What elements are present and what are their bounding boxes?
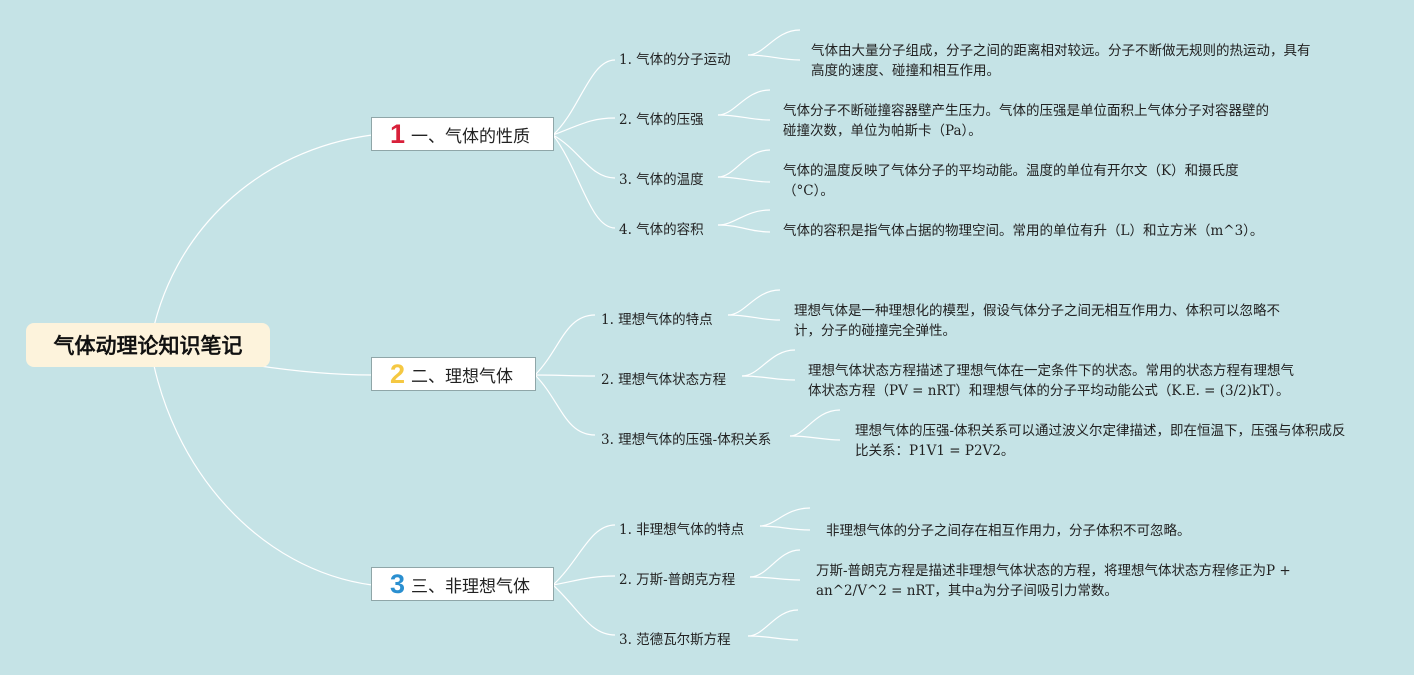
note-vance-planck-equation: 万斯-普朗克方程是描述非理想气体状态的方程，将理想气体状态方程修正为P + an… <box>816 563 1291 599</box>
branch-label: 二、理想气体 <box>411 366 514 387</box>
subtopic-pressure-volume[interactable]: 3. 理想气体的压强-体积关系 <box>601 432 772 448</box>
subtopic-vance-planck-equation[interactable]: 2. 万斯-普朗克方程 <box>619 572 736 588</box>
branch-number-badge: 2 <box>390 358 406 389</box>
subtopic-non-ideal-features[interactable]: 1. 非理想气体的特点 <box>619 522 745 538</box>
branch-number-badge: 1 <box>390 118 406 149</box>
branch-label: 三、非理想气体 <box>411 576 531 597</box>
note-ideal-gas-equation: 理想气体状态方程描述了理想气体在一定条件下的状态。常用的状态方程有理想气体状态方… <box>808 363 1294 399</box>
note-pressure: 气体分子不断碰撞容器壁产生压力。气体的压强是单位面积上气体分子对容器壁的碰撞次数… <box>783 103 1269 139</box>
note-molecular-motion: 气体由大量分子组成，分子之间的距离相对较远。分子不断做无规则的热运动，具有高度的… <box>811 43 1311 79</box>
note-non-ideal-features: 非理想气体的分子之间存在相互作用力，分子体积不可忽略。 <box>826 523 1191 539</box>
branch-ideal-gas[interactable]: 2 二、理想气体 <box>371 357 536 391</box>
branch-non-ideal-gas[interactable]: 3 三、非理想气体 <box>371 567 554 601</box>
branch-label: 一、气体的性质 <box>411 126 531 147</box>
subtopic-ideal-gas-features[interactable]: 1. 理想气体的特点 <box>601 312 713 328</box>
subtopic-pressure[interactable]: 2. 气体的压强 <box>619 112 704 128</box>
link-root-branch-1 <box>149 134 373 346</box>
note-ideal-gas-features: 理想气体是一种理想化的模型，假设气体分子之间无相互作用力、体积可以忽略不计，分子… <box>794 303 1280 339</box>
note-volume: 气体的容积是指气体占据的物理空间。常用的单位有升（L）和立方米（m^3）。 <box>783 223 1264 239</box>
subtopic-volume[interactable]: 4. 气体的容积 <box>619 222 704 238</box>
subtopic-ideal-gas-equation[interactable]: 2. 理想气体状态方程 <box>601 372 727 388</box>
subtopic-van-der-waals[interactable]: 3. 范德瓦尔斯方程 <box>619 632 731 648</box>
note-temperature: 气体的温度反映了气体分子的平均动能。温度的单位有开尔文（K）和摄氏度（°C）。 <box>783 163 1239 199</box>
subtopic-molecular-motion[interactable]: 1. 气体的分子运动 <box>619 52 731 68</box>
branch-gas-properties[interactable]: 1 一、气体的性质 <box>371 117 554 151</box>
root-topic[interactable]: 气体动理论知识笔记 <box>26 323 270 367</box>
note-pressure-volume: 理想气体的压强-体积关系可以通过波义尔定律描述，即在恒温下，压强与体积成反比关系… <box>855 423 1346 459</box>
subtopic-temperature[interactable]: 3. 气体的温度 <box>619 172 704 188</box>
link-root-branch-3 <box>149 344 373 586</box>
root-title: 气体动理论知识笔记 <box>53 334 243 358</box>
branch-number-badge: 3 <box>390 568 406 599</box>
